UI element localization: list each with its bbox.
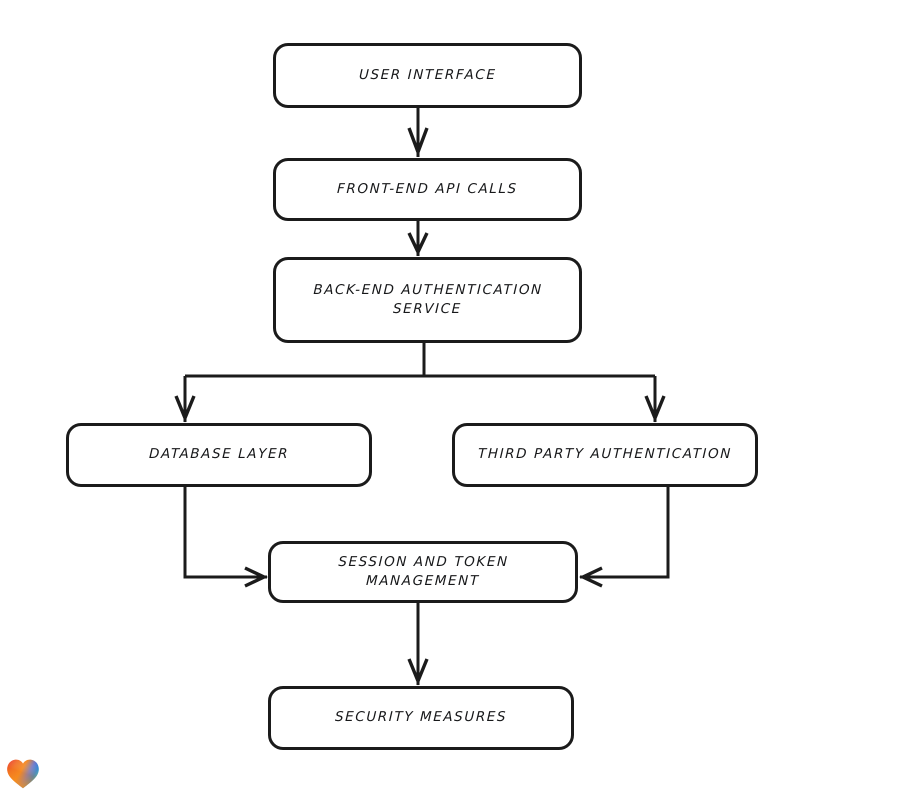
node-security-measures[interactable]: Security Measures xyxy=(268,686,574,750)
node-third-party-auth[interactable]: Third Party Authentication xyxy=(452,423,758,487)
edge-session-to-security xyxy=(407,603,429,686)
edge-backend-to-thirdparty xyxy=(644,376,666,423)
node-backend-auth-service-label: Back-End Authentication Service xyxy=(312,281,543,317)
node-user-interface[interactable]: User Interface xyxy=(273,43,582,108)
edge-backend-split-bus xyxy=(185,343,655,378)
node-security-measures-label: Security Measures xyxy=(334,709,508,726)
node-third-party-auth-label: Third Party Authentication xyxy=(477,446,733,463)
heart-icon xyxy=(7,759,39,789)
edge-database-to-session xyxy=(183,487,268,588)
edge-api-to-backend xyxy=(407,221,429,256)
node-frontend-api-calls-label: Front-End API Calls xyxy=(336,180,519,197)
edge-backend-to-database xyxy=(174,376,196,423)
node-user-interface-label: User Interface xyxy=(358,66,497,83)
node-backend-auth-service[interactable]: Back-End Authentication Service xyxy=(273,257,582,343)
node-database-layer[interactable]: Database Layer xyxy=(66,423,372,487)
edge-thirdparty-to-session xyxy=(579,487,670,588)
node-session-token-mgmt[interactable]: Session and Token Management xyxy=(268,541,578,603)
node-session-token-mgmt-label: Session and Token Management xyxy=(337,553,509,589)
node-frontend-api-calls[interactable]: Front-End API Calls xyxy=(273,158,582,221)
node-database-layer-label: Database Layer xyxy=(148,446,290,463)
edge-ui-to-api xyxy=(407,108,429,157)
